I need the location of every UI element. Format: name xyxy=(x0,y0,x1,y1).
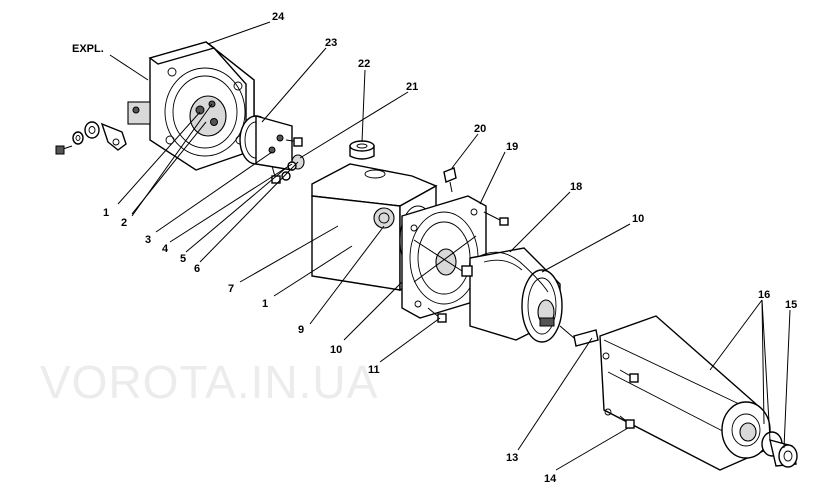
leader-lines xyxy=(109,21,791,471)
callout-22: 22 xyxy=(358,58,370,70)
callout-23: 23 xyxy=(325,37,337,49)
callout-15: 15 xyxy=(785,299,797,311)
earth-terminal xyxy=(55,121,127,155)
callout-21: 21 xyxy=(406,81,418,93)
terminal-block xyxy=(239,115,303,184)
callout-7: 7 xyxy=(228,283,234,295)
watermark: VOROTA.IN.UA xyxy=(40,356,378,408)
callout-6: 6 xyxy=(194,263,200,275)
callout-11: 11 xyxy=(368,364,380,376)
screw-20 xyxy=(443,167,457,193)
callout-labels: EXPL. 24 23 22 21 20 19 18 10 1 2 3 4 5 … xyxy=(72,11,797,485)
callout-2: 2 xyxy=(121,217,127,229)
rear-gland xyxy=(761,431,798,468)
callout-14: 14 xyxy=(544,473,557,485)
callout-5: 5 xyxy=(180,253,186,265)
callout-24: 24 xyxy=(272,11,285,23)
callout-20: 20 xyxy=(474,123,486,135)
callout-19: 19 xyxy=(506,141,518,153)
electric-motor xyxy=(461,247,563,343)
callout-10-motor: 10 xyxy=(632,213,644,225)
callout-1-bottom: 1 xyxy=(262,298,268,310)
callout-18: 18 xyxy=(570,181,582,193)
callout-expl: EXPL. xyxy=(72,43,104,55)
explosion-proof-housing xyxy=(127,41,255,171)
callout-16: 16 xyxy=(758,289,770,301)
motor-flange xyxy=(401,195,509,323)
callout-4: 4 xyxy=(162,243,169,255)
cable-gland xyxy=(349,140,375,160)
callout-9: 9 xyxy=(298,324,304,336)
motor-cover xyxy=(599,315,771,471)
callout-13: 13 xyxy=(506,452,518,464)
callout-1-top: 1 xyxy=(103,207,109,219)
connector xyxy=(559,325,599,347)
callout-10-flange: 10 xyxy=(330,344,342,356)
callout-3: 3 xyxy=(145,234,151,246)
